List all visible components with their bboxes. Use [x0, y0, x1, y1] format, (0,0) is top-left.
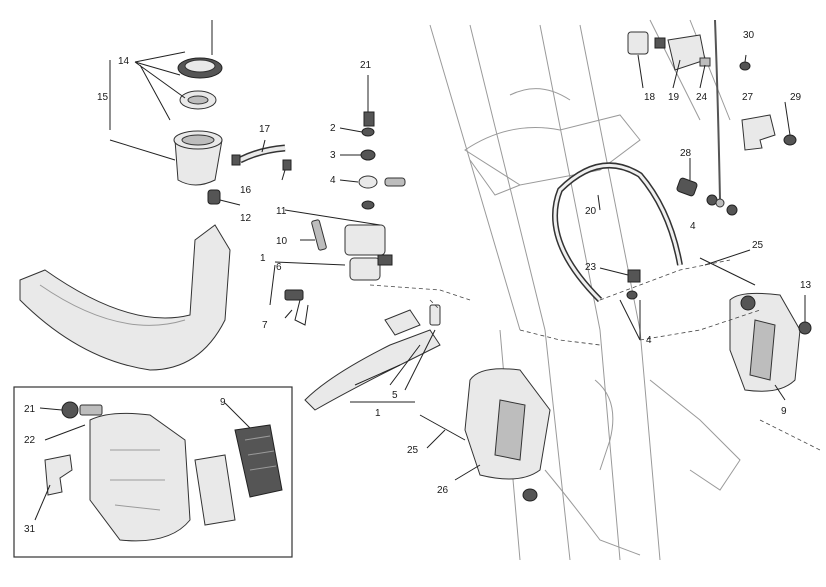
- callout-23: 23: [585, 262, 597, 273]
- callout-25-right: 25: [752, 240, 764, 251]
- callout-28: 28: [680, 148, 692, 159]
- hose-clamp: [231, 154, 241, 166]
- callout-1-top: 1: [260, 253, 266, 264]
- callout-9-right: 9: [781, 406, 787, 417]
- leader-lines: [34, 51, 806, 521]
- callout-12: 12: [240, 213, 252, 224]
- brake-fluid-reservoir: [173, 20, 223, 205]
- callout-9-inset: 9: [220, 397, 226, 408]
- inset-panel-caliper-detail: [13, 386, 293, 558]
- callout-29: 29: [790, 92, 802, 103]
- callout-21-inset: 21: [24, 404, 36, 415]
- callout-24: 24: [696, 92, 708, 103]
- callout-4-center: 4: [330, 175, 336, 186]
- callout-26: 26: [437, 485, 449, 496]
- callout-25-center: 25: [407, 445, 419, 456]
- callout-10: 10: [276, 236, 288, 247]
- callout-15: 15: [97, 92, 109, 103]
- callout-31: 31: [24, 524, 36, 535]
- callout-4-lower: 4: [646, 335, 652, 346]
- left-brake-caliper: [419, 368, 551, 502]
- callout-30: 30: [743, 30, 755, 41]
- callout-1: 1: [375, 408, 381, 419]
- hose-clamp-2: [282, 159, 292, 171]
- callout-16: 16: [240, 185, 252, 196]
- callout-17: 17: [259, 124, 271, 135]
- dashed-guide-lines: [369, 259, 821, 451]
- callout-13: 13: [800, 280, 812, 291]
- brake-master-cylinder: [311, 111, 406, 281]
- callout-5: 5: [392, 390, 398, 401]
- callout-labels: 14 15 12 16 17 21 2 3 4 11 10 1 6 7 5 1 …: [24, 30, 812, 535]
- callout-18: 18: [644, 92, 656, 103]
- callout-3: 3: [330, 150, 336, 161]
- banjo-bolt-23: [627, 269, 641, 283]
- bolt-28: [676, 177, 738, 216]
- sensor-bracket: [627, 31, 711, 71]
- front-brake-hose: [552, 162, 683, 303]
- callout-14: 14: [118, 56, 130, 67]
- screw-30: [739, 61, 751, 71]
- right-brake-caliper: [699, 257, 812, 392]
- callout-6: 6: [276, 262, 282, 273]
- fork-outlines: [429, 19, 741, 561]
- sensor-cable: [714, 19, 721, 201]
- brake-light-switch: [284, 289, 309, 326]
- callout-7: 7: [262, 320, 268, 331]
- callout-22: 22: [24, 435, 36, 446]
- brake-lever: [304, 304, 441, 411]
- callout-20: 20: [585, 206, 597, 217]
- clip-bracket: [741, 114, 776, 151]
- callout-19: 19: [668, 92, 680, 103]
- callout-4-right: 4: [690, 221, 696, 232]
- callout-21-top: 21: [360, 60, 372, 71]
- callout-2: 2: [330, 123, 336, 134]
- lever-guard: [19, 224, 231, 371]
- callout-11: 11: [276, 206, 287, 217]
- nut-29: [783, 134, 797, 146]
- callout-27: 27: [742, 92, 754, 103]
